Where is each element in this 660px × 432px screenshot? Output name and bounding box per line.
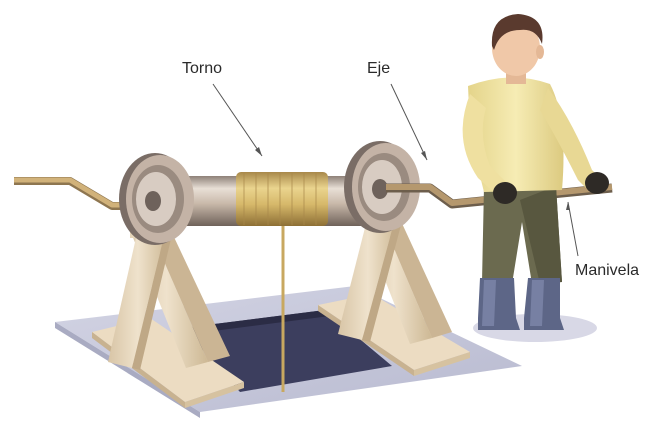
manivela-label: Manivela bbox=[575, 262, 639, 280]
man-figure bbox=[463, 14, 609, 330]
rope-coil bbox=[236, 172, 328, 226]
torno-leader bbox=[213, 84, 262, 156]
manivela-arrowhead bbox=[566, 202, 570, 210]
torno-arrowhead bbox=[255, 147, 262, 156]
eje-arrowhead bbox=[421, 151, 427, 160]
left-wheel bbox=[119, 153, 194, 245]
manivela-leader bbox=[568, 202, 578, 256]
eje-label: Eje bbox=[367, 60, 390, 78]
torno-label: Torno bbox=[182, 60, 222, 78]
